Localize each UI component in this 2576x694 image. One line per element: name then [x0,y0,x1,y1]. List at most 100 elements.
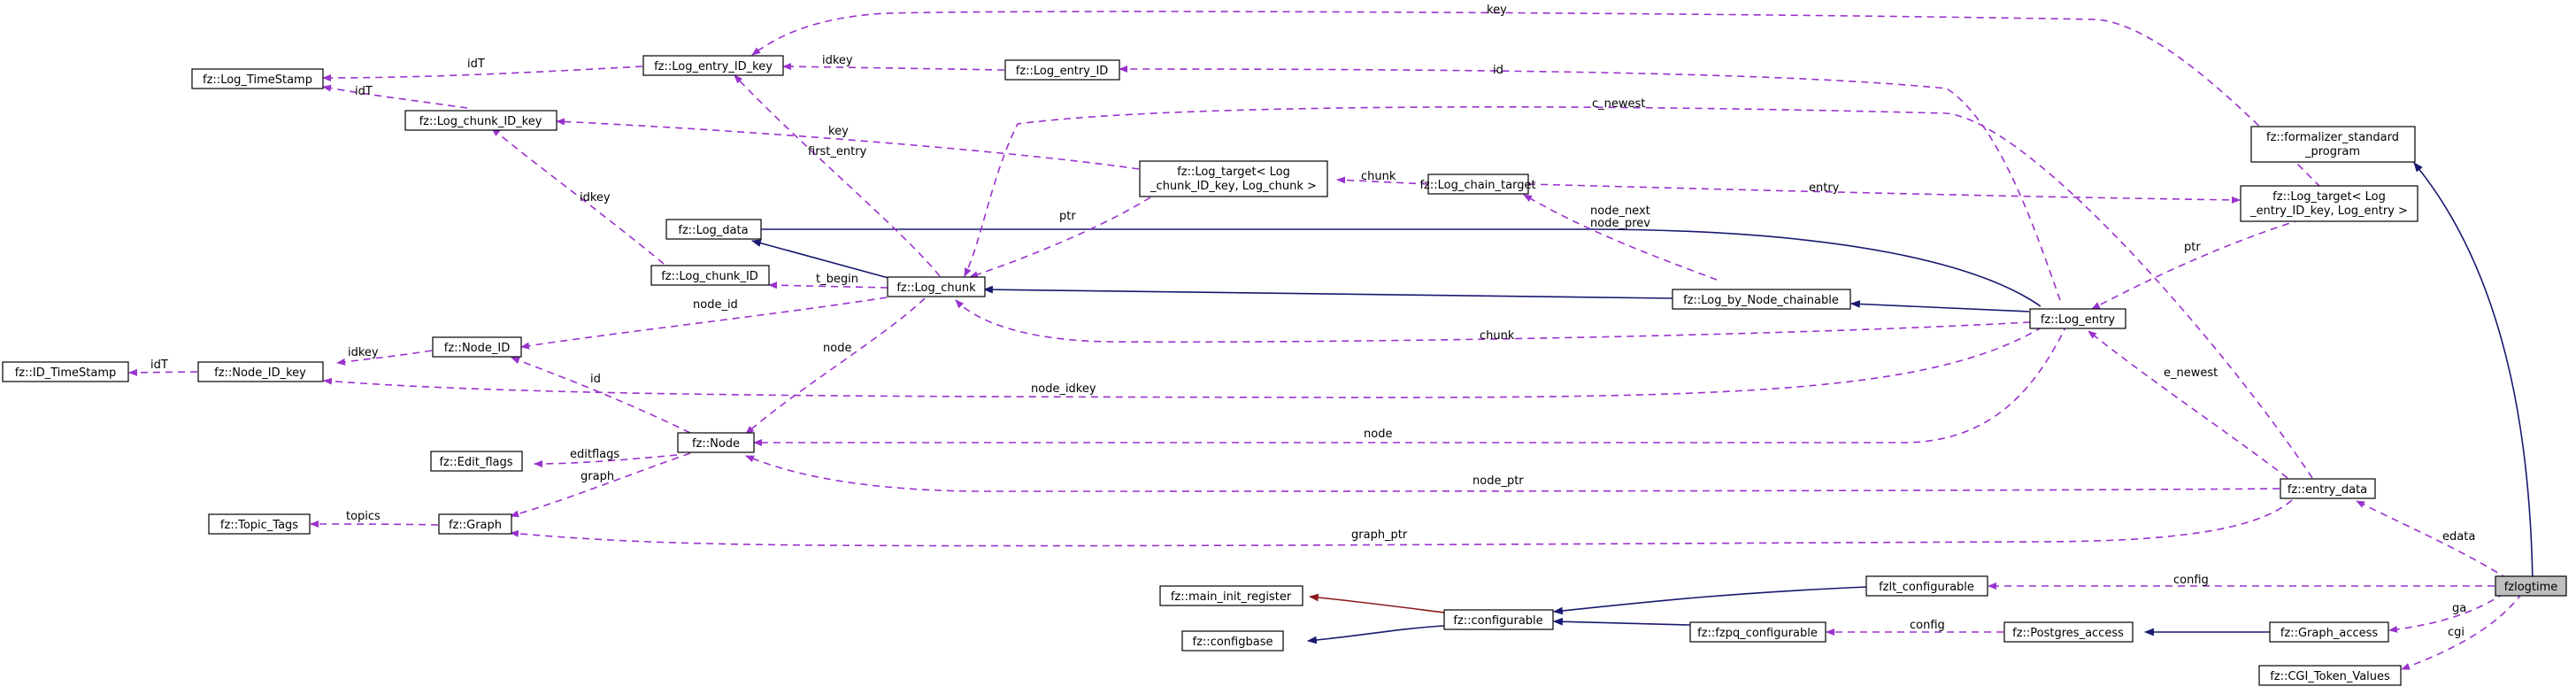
edge-graph [510,452,691,518]
node-label-line: fz::formalizer_standard [2266,131,2399,144]
node-edit-flags[interactable]: fz::Edit_flags [430,451,523,472]
node-node-id-key[interactable]: fz::Node_ID_key [197,361,324,382]
edge-label-node-id: node_id [693,298,738,312]
node-label: fz::Log_chunk [896,281,976,295]
node-label-line: _chunk_ID_key, Log_chunk > [1150,180,1317,193]
edge-label-id-node: id [590,373,601,386]
edge-label-idt-node-key: idT [150,359,168,372]
edge-label-idkey-entry-id: idkey [822,54,853,67]
edge-label-key-top: key [1487,4,1507,17]
node-fzpq-configurable[interactable]: fz::fzpq_configurable [1689,621,1826,643]
edge-label-idt-chunk-key: idT [355,85,373,98]
edge-idt-chunk-key [322,84,468,109]
node-postgres-access[interactable]: fz::Postgres_access [2003,621,2134,643]
node-label-line: _program [2304,145,2360,158]
node-label: fz::Postgres_access [2012,627,2124,640]
edge-id-node [511,357,691,434]
edge-label-node: node [823,342,851,355]
node-label: fz::Graph [449,519,502,532]
edge-label-chunk-chain: chunk [1361,170,1396,183]
node-log-chain-target[interactable]: fz::Log_chain_target [1419,174,1536,195]
edge-configbase-configurable [1306,625,1445,644]
node-topic-tags[interactable]: fz::Topic_Tags [208,513,311,535]
node-label: fz::Log_entry_ID_key [654,60,773,73]
node-configbase[interactable]: fz::configbase [1181,630,1284,652]
node-graph-access[interactable]: fz::Graph_access [2269,621,2389,643]
node-label: fz::Edit_flags [439,456,512,469]
edge-label-c-newest: c_newest [1592,97,1645,111]
node-log-target-entry[interactable]: fz::Log_target< Log _entry_ID_key, Log_e… [2240,185,2418,222]
node-formalizer-standard-program[interactable]: fz::formalizer_standard _program [2250,126,2416,163]
node-configurable[interactable]: fz::configurable [1443,609,1554,630]
edge-graph-ptr [510,499,2293,547]
edge-idkey-entry-id [782,63,1005,71]
node-log-chunk[interactable]: fz::Log_chunk [887,276,986,297]
edge-node-idkey [323,320,2054,398]
node-label: fz::entry_data [2288,483,2367,497]
node-label: fz::Log_chain_target [1419,179,1535,192]
node-main-init-register[interactable]: fz::main_init_register [1159,585,1303,606]
edge-label-node-ptr: node_ptr [1473,474,1524,488]
edge-label-topics: topics [346,510,381,523]
edge-label-cgi: cgi [2448,626,2465,639]
edge-ptr-entry [2091,219,2302,310]
node-log-target-chunk[interactable]: fz::Log_target< Log _chunk_ID_key, Log_c… [1139,160,1328,197]
edge-entry-chain [1527,183,2241,204]
edge-configurable-fzpq [1552,617,1691,626]
node-log-timestamp[interactable]: fz::Log_TimeStamp [191,68,324,89]
node-node-id[interactable]: fz::Node_ID [432,336,522,358]
node-id-timestamp[interactable]: fz::ID_TimeStamp [2,361,129,382]
edge-label-ga: ga [2452,602,2466,615]
node-label-line: fz::Log_target< Log [2272,190,2386,204]
node-label: fzlt_configurable [1879,581,1974,594]
node-entry-data[interactable]: fz::entry_data [2280,478,2376,499]
node-label: fz::Graph_access [2280,627,2379,640]
node-cgi-token-values[interactable]: fz::CGI_Token_Values [2258,665,2402,686]
edge-label-idkey-chunk-id: idkey [580,191,611,204]
edge-main-init-configurable [1308,593,1445,613]
node-label: fz::Log_data [678,224,748,237]
edge-label-graph-ptr: graph_ptr [1351,528,1408,542]
edge-label-ptr-entry: ptr [2184,241,2201,254]
node-graph[interactable]: fz::Graph [438,513,512,535]
node-fzlt-configurable[interactable]: fzlt_configurable [1865,575,1988,597]
edge-node [745,297,926,435]
edge-node-next-prev [1523,194,1718,281]
node-log-entry-id[interactable]: fz::Log_entry_ID [1004,59,1120,81]
edge-chainable-log-entry [1849,300,2030,312]
edge-label-key-chunk-target: key [828,125,849,138]
edge-node-id [520,297,888,350]
node-log-chunk-id[interactable]: fz::Log_chunk_ID [650,265,770,286]
node-label: fz::ID_TimeStamp [15,366,117,380]
edge-label-t-begin: t_begin [816,273,858,286]
node-label-line: _entry_ID_key, Log_entry > [2249,204,2408,218]
node-label: fz::CGI_Token_Values [2270,670,2390,683]
edge-c-newest [964,106,2313,479]
edge-label-chunk: chunk [1480,329,1515,343]
edge-label-idkey-node-id: idkey [348,346,379,359]
node-label: fz::configurable [1453,614,1542,628]
edge-label-node-idkey: node_idkey [1031,382,1096,396]
edge-label-idt-entry-key: idT [467,58,485,71]
node-log-by-node-chainable[interactable]: fz::Log_by_Node_chainable [1672,289,1851,310]
edge-node-ptr [745,455,2280,492]
edge-chainable-log-chunk [982,285,1673,299]
node-log-data[interactable]: fz::Log_data [665,219,762,240]
node-log-chunk-id-key[interactable]: fz::Log_chunk_ID_key [404,110,557,131]
edge-idt-node-key [128,368,198,376]
node-node[interactable]: fz::Node [677,432,755,453]
node-log-entry[interactable]: fz::Log_entry [2029,308,2126,329]
node-fzlogtime[interactable]: fzlogtime [2495,575,2567,597]
edge-ptr-chunk [969,197,1151,278]
node-label: fz::Log_chunk_ID_key [419,115,542,128]
node-log-entry-id-key[interactable]: fz::Log_entry_ID_key [642,55,784,76]
edge-chunk [955,299,2031,343]
node-label: fz::Log_by_Node_chainable [1683,294,1839,307]
node-label: fzlogtime [2504,581,2558,594]
edge-label-first-entry: first_entry [808,145,867,158]
edge-cgi [2401,592,2523,670]
edge-idt-entry-key [322,66,643,81]
node-label: fz::Log_entry_ID [1016,65,1109,78]
edge-label-config-fzpq: config [1910,619,1945,632]
